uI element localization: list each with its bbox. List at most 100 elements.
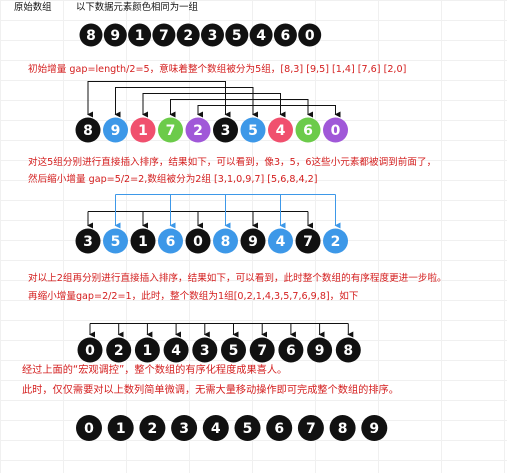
element-value-gap1: 4 xyxy=(171,343,181,359)
element-value-original: 6 xyxy=(281,28,291,44)
element-value-gap1: 7 xyxy=(257,343,267,359)
caption-gap5: 初始增量 gap=length/2=5，意味着整个数组被分为5组，[8,3] [… xyxy=(28,64,407,75)
caption-gap5-result: 对这5组分别进行直接插入排序，结果如下，可以看到，像3，5，6这些小元素都被调到… xyxy=(28,157,437,168)
element-circle-gap2 xyxy=(158,228,183,254)
element-value-original: 5 xyxy=(232,28,242,44)
element-circle-gap1 xyxy=(221,337,246,363)
caption-fine-tune: 此时，仅仅需要对以上数列简单微调，无需大量移动操作即可完成整个数组的排序。 xyxy=(22,385,399,396)
element-value-sorted: 0 xyxy=(84,421,94,437)
gap5-group-connector xyxy=(114,87,258,118)
element-value-gap2: 7 xyxy=(303,234,313,250)
element-circle-sorted xyxy=(202,415,229,441)
element-value-gap5: 7 xyxy=(166,123,176,139)
element-circle-gap2 xyxy=(75,228,101,254)
element-value-gap1: 9 xyxy=(315,343,325,359)
element-circle-sorted xyxy=(76,415,102,441)
element-circle-sorted xyxy=(139,415,166,441)
caption-macro-control: 经过上面的“宏观调控”，整个数组的有序化程度成果喜人。 xyxy=(22,365,288,376)
element-value-sorted: 8 xyxy=(338,421,348,437)
element-value-original: 2 xyxy=(183,28,193,44)
element-circle-sorted xyxy=(266,415,293,441)
element-circle-gap1 xyxy=(335,337,361,363)
element-circle-gap5 xyxy=(158,117,183,143)
element-value-gap5: 8 xyxy=(83,123,93,139)
element-value-gap5: 4 xyxy=(276,123,286,139)
element-value-gap1: 6 xyxy=(286,343,296,359)
element-circle-gap1 xyxy=(163,337,189,363)
element-value-gap1: 1 xyxy=(143,343,153,359)
element-circle-gap5 xyxy=(213,117,238,143)
element-value-gap2: 4 xyxy=(276,234,286,250)
element-circle-sorted xyxy=(171,415,198,441)
element-circle-gap5 xyxy=(185,117,211,143)
element-circle-original xyxy=(176,23,200,47)
element-circle-original xyxy=(249,23,273,47)
element-value-sorted: 7 xyxy=(306,421,316,437)
element-circle-original xyxy=(225,23,249,47)
element-circle-original xyxy=(103,23,127,47)
caption-original-label: 原始数组 xyxy=(14,2,52,13)
element-value-original: 8 xyxy=(86,28,96,44)
element-value-gap2: 5 xyxy=(111,234,121,250)
element-circle-gap1 xyxy=(106,337,132,363)
element-circle-sorted xyxy=(107,415,134,441)
element-value-original: 0 xyxy=(305,28,315,44)
element-circle-gap2 xyxy=(130,228,156,254)
element-value-original: 4 xyxy=(256,28,266,44)
caption-gap2-result: 对以上2组再分别进行直接插入排序，结果如下，可以看到，此时整个数组的有序程度更进… xyxy=(28,273,447,284)
element-value-sorted: 5 xyxy=(243,421,253,437)
element-circle-original xyxy=(201,23,224,47)
element-value-gap2: 8 xyxy=(221,234,231,250)
element-value-original: 9 xyxy=(110,28,120,44)
element-value-gap1: 5 xyxy=(229,343,239,359)
element-value-sorted: 6 xyxy=(274,421,284,437)
element-circle-gap2 xyxy=(213,228,238,254)
element-circle-original xyxy=(79,23,103,47)
element-value-sorted: 2 xyxy=(148,421,158,437)
element-circle-gap1 xyxy=(77,337,103,363)
element-value-gap2: 6 xyxy=(166,234,176,250)
element-value-original: 1 xyxy=(135,28,145,44)
element-circle-gap2 xyxy=(240,228,266,254)
element-circle-sorted xyxy=(329,415,356,441)
element-circle-original xyxy=(273,23,297,47)
element-circle-gap5 xyxy=(268,117,293,143)
element-value-gap1: 0 xyxy=(85,343,95,359)
element-value-sorted: 4 xyxy=(211,421,221,437)
element-circle-sorted xyxy=(234,415,261,441)
element-circle-gap5 xyxy=(323,117,348,143)
gap5-group-connector xyxy=(197,105,341,118)
element-circle-original xyxy=(298,23,322,47)
element-circle-gap2 xyxy=(185,228,211,254)
element-circle-gap5 xyxy=(75,117,101,143)
element-value-sorted: 9 xyxy=(369,421,379,437)
element-circle-gap2 xyxy=(295,228,321,254)
element-value-original: 3 xyxy=(208,28,218,44)
element-value-gap1: 3 xyxy=(200,343,210,359)
element-circle-gap1 xyxy=(192,337,218,363)
element-circle-gap2 xyxy=(323,228,348,254)
element-value-gap5: 9 xyxy=(111,123,121,139)
gap5-group-connector xyxy=(169,99,313,118)
element-value-gap5: 1 xyxy=(138,123,148,139)
element-circle-gap1 xyxy=(134,337,160,363)
caption-original-note: 以下数据元素颜色相同为一组 xyxy=(76,2,198,13)
element-value-sorted: 3 xyxy=(179,421,189,437)
element-value-gap5: 3 xyxy=(221,123,231,139)
element-value-gap5: 5 xyxy=(248,123,258,139)
element-circle-gap5 xyxy=(103,117,128,143)
element-value-sorted: 1 xyxy=(116,421,126,437)
element-circle-gap1 xyxy=(307,337,333,363)
element-circle-gap2 xyxy=(268,228,293,254)
element-value-gap2: 0 xyxy=(193,234,203,250)
caption-gap2: 然后缩小增量 gap=5/2=2,数组被分为2组 [3,1,0,9,7] [5,… xyxy=(28,174,318,185)
element-circle-gap5 xyxy=(130,117,156,143)
element-circle-gap1 xyxy=(249,337,275,363)
element-circle-gap2 xyxy=(103,228,128,254)
caption-gap1: 再缩小增量gap=2/2=1，此时，整个数组为1组[0,2,1,4,3,5,7,… xyxy=(28,291,359,302)
element-value-gap1: 2 xyxy=(114,343,124,359)
element-circle-original xyxy=(128,23,152,47)
element-value-gap1: 8 xyxy=(343,343,353,359)
element-value-gap2: 3 xyxy=(83,234,93,250)
